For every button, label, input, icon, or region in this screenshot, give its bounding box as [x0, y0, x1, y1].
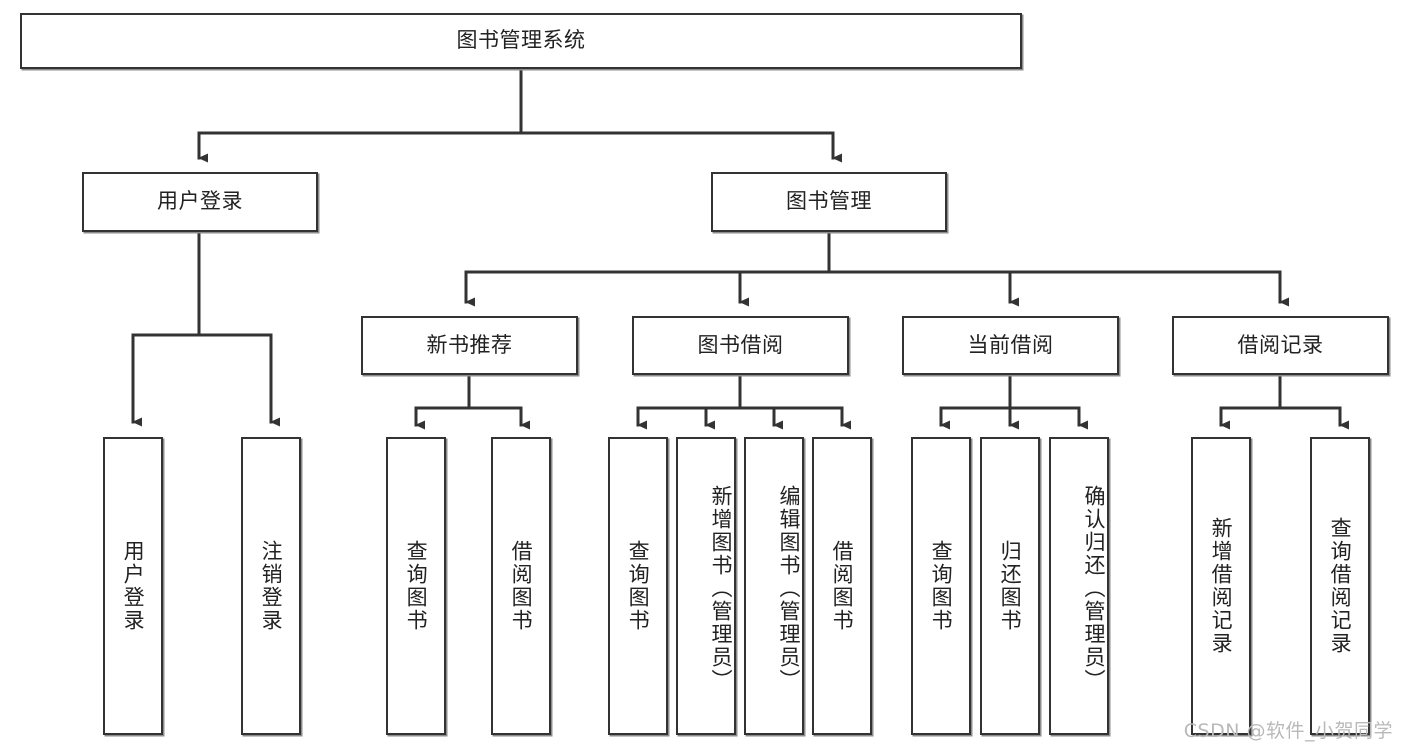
leaf-borrow-query-book[interactable]: 查询图书	[608, 437, 668, 735]
node-label: 借阅图书	[509, 540, 534, 632]
node-label: 借阅图书	[830, 540, 855, 632]
node-new-book-recommend[interactable]: 新书推荐	[361, 316, 578, 375]
leaf-user-login-login[interactable]: 用户登录	[103, 437, 163, 735]
node-label: 查询借阅记录	[1328, 517, 1353, 655]
leaf-recommend-borrow-book[interactable]: 借阅图书	[491, 437, 551, 735]
leaf-borrow-add-book-admin[interactable]: 新增图书（管理员）	[676, 437, 736, 735]
node-label: 查询图书	[626, 540, 651, 632]
leaf-recommend-query-book[interactable]: 查询图书	[386, 437, 446, 735]
node-label: 编辑图书（管理员）	[777, 484, 801, 692]
node-label: 新增借阅记录	[1209, 517, 1234, 655]
leaf-record-add-record[interactable]: 新增借阅记录	[1191, 437, 1251, 735]
node-book-management[interactable]: 图书管理	[711, 172, 947, 232]
node-root-system[interactable]: 图书管理系统	[20, 13, 1022, 69]
node-label: 图书管理系统	[456, 28, 586, 53]
node-label: 用户登录	[157, 189, 243, 214]
leaf-current-query-book[interactable]: 查询图书	[911, 437, 971, 735]
node-label: 借阅记录	[1237, 332, 1324, 357]
leaf-user-login-logout[interactable]: 注销登录	[241, 437, 301, 735]
node-label: 图书借阅	[697, 332, 784, 357]
node-user-login[interactable]: 用户登录	[82, 172, 318, 232]
node-borrow-record[interactable]: 借阅记录	[1172, 316, 1389, 375]
node-label: 新增图书（管理员）	[709, 484, 733, 692]
leaf-borrow-borrow-book[interactable]: 借阅图书	[812, 437, 872, 735]
node-label: 当前借阅	[967, 332, 1054, 357]
node-label: 归还图书	[998, 540, 1023, 632]
leaf-borrow-edit-book-admin[interactable]: 编辑图书（管理员）	[744, 437, 804, 735]
leaf-current-confirm-return-admin[interactable]: 确认归还（管理员）	[1049, 437, 1109, 735]
node-current-borrow[interactable]: 当前借阅	[902, 316, 1119, 375]
node-label: 查询图书	[929, 540, 954, 632]
node-label: 用户登录	[121, 540, 146, 632]
node-label: 查询图书	[404, 540, 429, 632]
csdn-watermark: CSDN @软件_小贺同学	[1183, 720, 1393, 742]
node-label: 图书管理	[786, 189, 872, 214]
node-book-borrow[interactable]: 图书借阅	[632, 316, 849, 375]
node-label: 新书推荐	[426, 332, 513, 357]
node-label: 确认归还（管理员）	[1082, 484, 1106, 692]
leaf-current-return-book[interactable]: 归还图书	[980, 437, 1040, 735]
leaf-record-query-record[interactable]: 查询借阅记录	[1310, 437, 1370, 735]
node-label: 注销登录	[259, 540, 284, 632]
